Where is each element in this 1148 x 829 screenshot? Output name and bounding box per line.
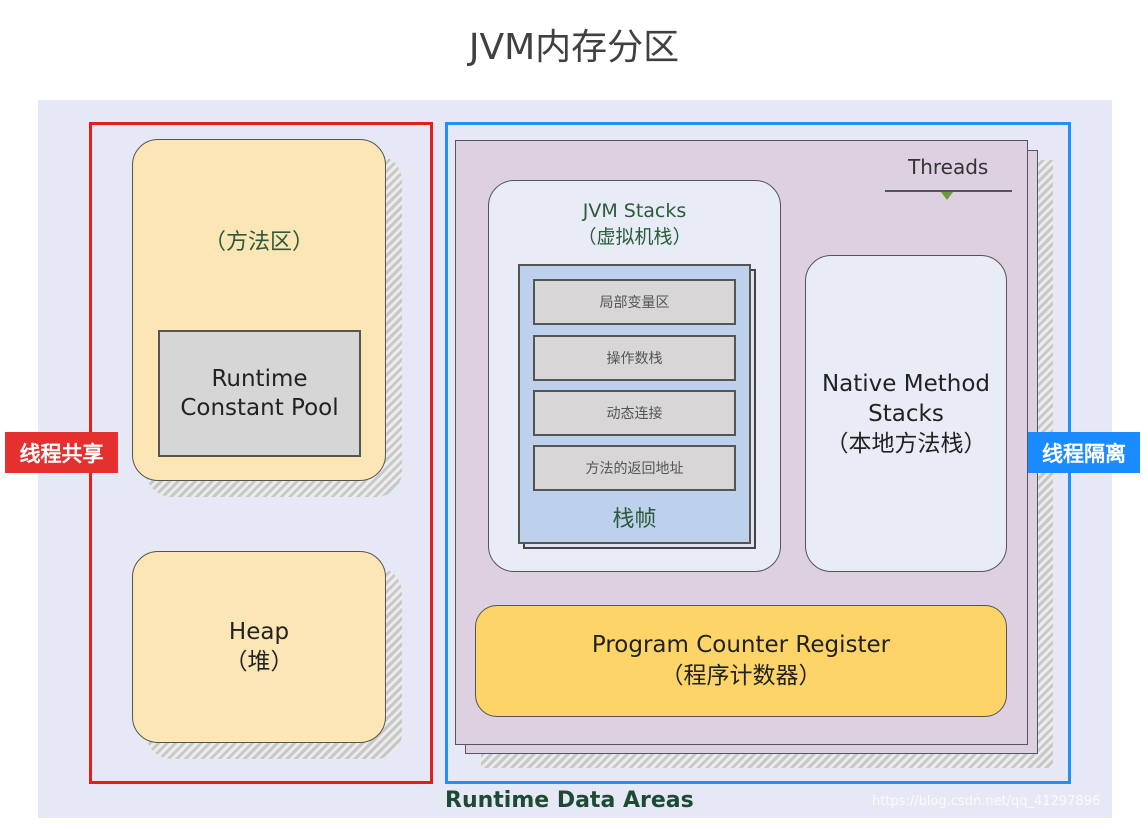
threads-divider — [885, 190, 1012, 192]
method-area-label: （方法区） — [203, 230, 314, 255]
frame-item-return-address: 方法的返回地址 — [533, 445, 736, 491]
program-counter-register: Program Counter Register （程序计数器） — [475, 605, 1007, 717]
native-line1: Native Method — [821, 370, 991, 397]
stack-frame-label: 栈帧 — [612, 507, 657, 532]
frame-item-local-vars: 局部变量区 — [533, 279, 736, 325]
native-method-stacks: Native Method Stacks （本地方法栈） — [805, 255, 1007, 572]
page-title: JVM内存分区 — [468, 27, 680, 68]
runtime-constant-pool: Runtime Constant Pool — [158, 330, 361, 457]
threads-label: Threads — [908, 155, 989, 179]
native-line3: （本地方法栈） — [825, 430, 987, 457]
constant-pool-line1: Runtime — [211, 365, 308, 392]
pc-register-sub: （程序计数器） — [660, 663, 822, 689]
jvm-stacks-label: JVM Stacks — [582, 200, 687, 222]
jvm-stacks-sub: （虚拟机栈） — [577, 226, 692, 248]
thread-isolated-tag: 线程隔离 — [1028, 432, 1140, 473]
thread-shared-tag: 线程共享 — [5, 432, 118, 473]
watermark: https://blog.csdn.net/qq_41297896 — [872, 794, 1101, 809]
thread-shared-frame — [89, 122, 433, 784]
frame-item-dynamic-link: 动态连接 — [533, 390, 736, 436]
jvm-stacks-title: JVM Stacks （虚拟机栈） — [488, 198, 781, 250]
heap-label: Heap — [228, 619, 290, 645]
heap: Heap （堆） — [132, 551, 386, 743]
runtime-data-areas-label: Runtime Data Areas — [445, 788, 694, 813]
heap-sub: （堆） — [224, 649, 294, 675]
frame-item-operand-stack: 操作数栈 — [533, 335, 736, 381]
threads-arrow-icon — [941, 192, 953, 200]
pc-register-label: Program Counter Register — [591, 632, 891, 658]
native-line2: Stacks — [868, 400, 944, 427]
thread-isolated-frame — [445, 122, 1071, 784]
constant-pool-line2: Constant Pool — [180, 394, 339, 421]
